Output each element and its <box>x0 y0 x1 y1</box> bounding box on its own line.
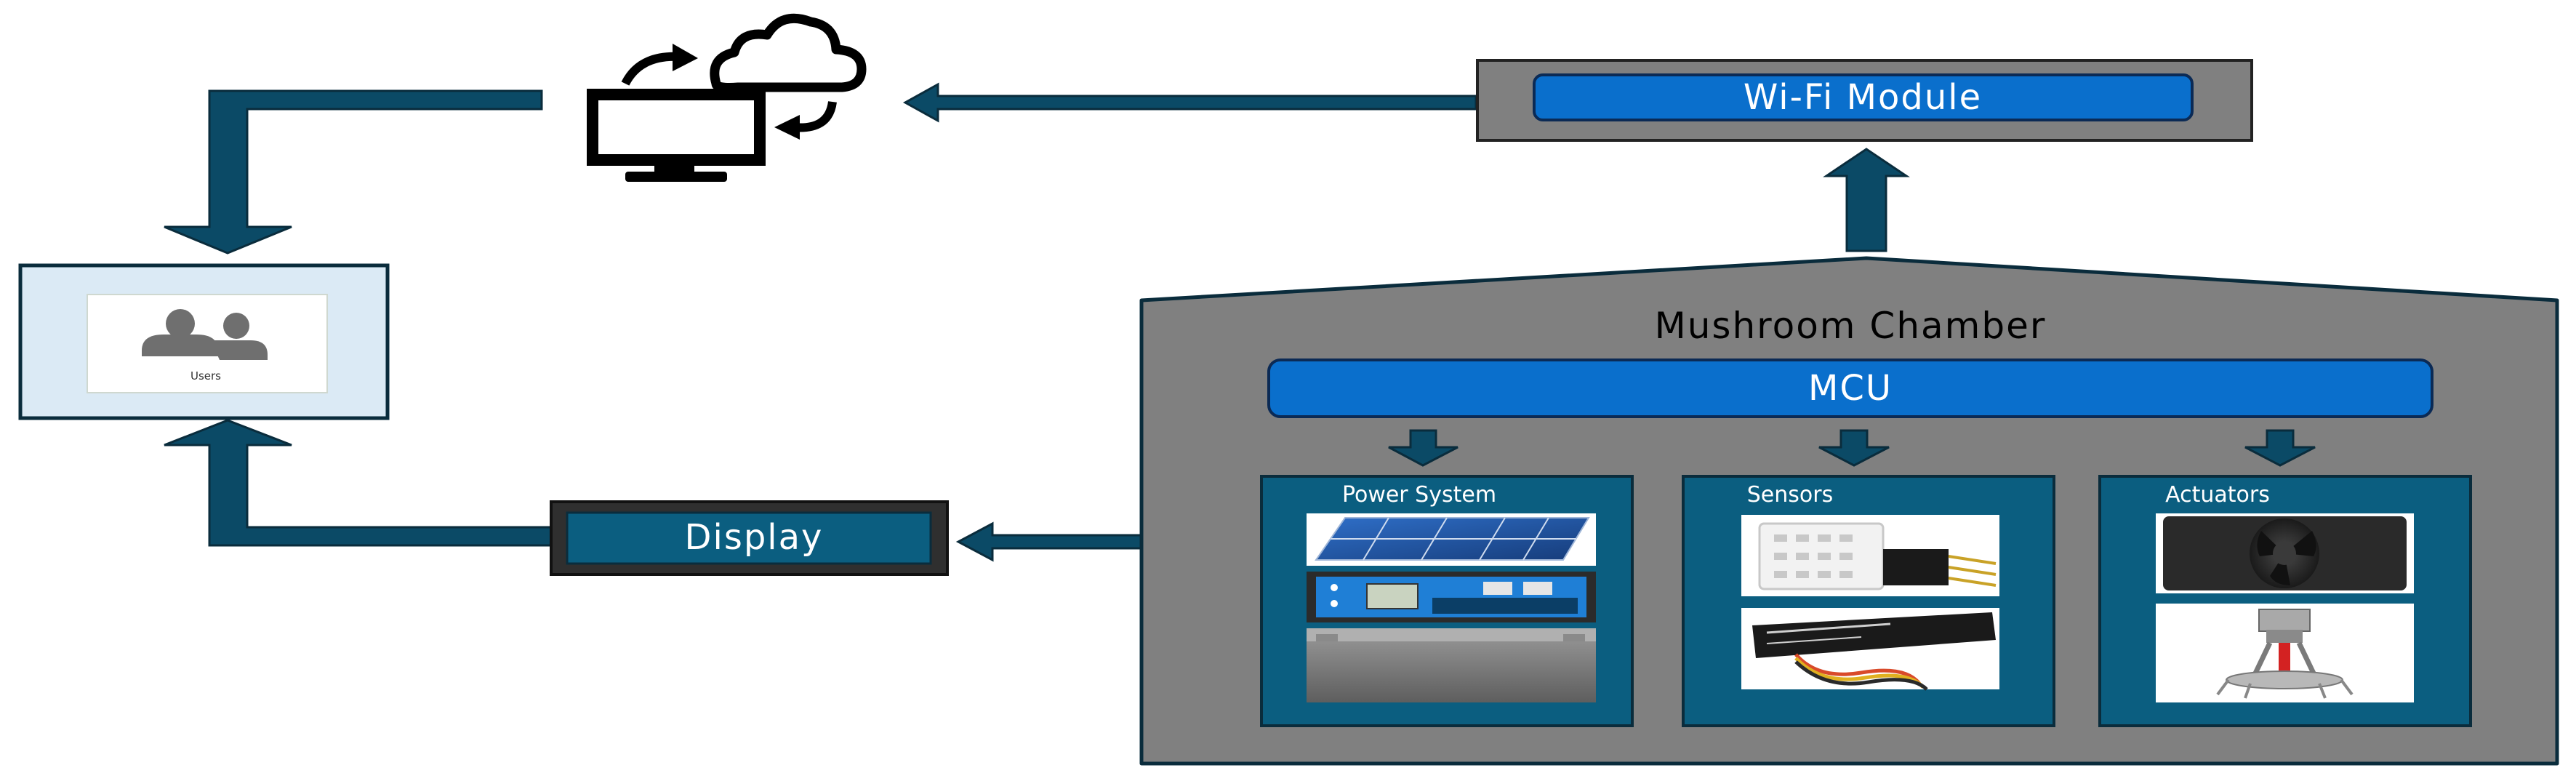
mcu-block <box>1267 359 2433 418</box>
wifi-module-block: Wi-Fi Module <box>1476 59 2253 142</box>
arrow-display-to-users <box>164 419 553 547</box>
battery-image <box>1307 628 1596 702</box>
sensors-block: Sensors <box>1682 475 2055 727</box>
display-label: Display <box>685 517 824 558</box>
users-label: Users <box>190 369 221 383</box>
power-system-block: Power System <box>1260 475 1634 727</box>
arrow-chamber-to-display <box>955 521 1143 562</box>
display-block: Display <box>550 500 949 576</box>
arrow-cloud-to-users <box>164 89 543 255</box>
arrow-wifi-to-cloud <box>902 82 1477 123</box>
charge-controller-image <box>1307 572 1596 622</box>
actuators-block: Actuators <box>2098 475 2472 727</box>
mushroom-chamber-label: Mushroom Chamber <box>1655 305 2047 347</box>
wifi-module-label: Wi-Fi Module <box>1744 77 1982 118</box>
solar-panel-image <box>1307 513 1596 566</box>
humidity-temperature-sensor-image <box>1741 515 1999 596</box>
cloud-computer-sync-icon <box>587 13 867 182</box>
power-system-label: Power System <box>1342 482 1496 508</box>
soil-moisture-sensor-image <box>1741 608 1999 691</box>
users-block: Users <box>18 263 390 420</box>
actuators-label: Actuators <box>2165 482 2270 508</box>
mushroom-chamber-block: Mushroom Chamber MCU Power System <box>1139 256 2559 766</box>
cooling-fan-image <box>2156 513 2414 593</box>
users-group-icon <box>142 309 268 360</box>
sensors-label: Sensors <box>1747 482 1833 508</box>
arrow-mcu-to-power <box>1388 429 1458 467</box>
mcu-label: MCU <box>1808 368 1893 409</box>
arrow-chamber-to-wifi <box>1823 148 1910 252</box>
arrow-mcu-to-actuators <box>2244 429 2316 467</box>
arrow-mcu-to-sensors <box>1818 429 1890 467</box>
water-sprinkler-image <box>2156 604 2414 702</box>
